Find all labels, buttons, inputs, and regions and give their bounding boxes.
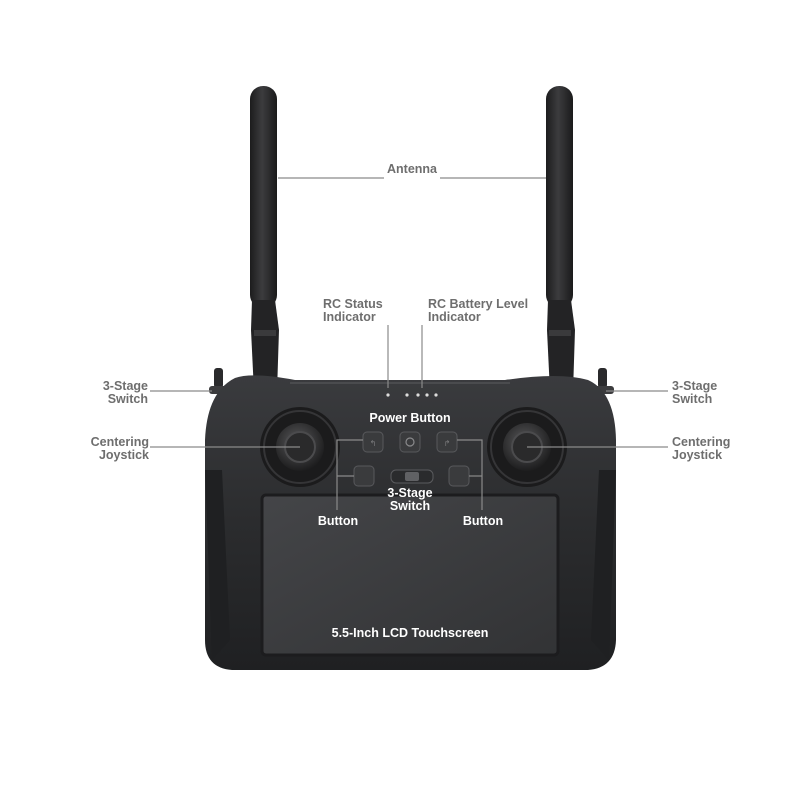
status-indicator-lights	[386, 393, 438, 397]
svg-text:↰: ↰	[370, 439, 377, 448]
right-three-stage-switch-label: 3-Stage Switch	[672, 379, 718, 406]
lcd-touchscreen	[262, 495, 558, 655]
left-button-label: Button	[317, 514, 359, 528]
left-centering-joystick-label: Centering Joystick	[90, 435, 149, 462]
left-antenna	[250, 86, 279, 392]
antenna-label: Antenna	[387, 162, 437, 176]
left-three-stage-switch-label: 3-Stage Switch	[102, 379, 148, 406]
svg-text:↱: ↱	[444, 439, 451, 448]
top-button-row: ↰ ↱	[362, 431, 458, 453]
right-button-label: Button	[462, 514, 504, 528]
rc-status-indicator-label: RC Status Indicator	[323, 297, 383, 324]
bottom-button-row	[353, 465, 470, 487]
right-centering-joystick-label: Centering Joystick	[672, 435, 731, 462]
center-three-stage-switch-label: 3-Stage Switch	[387, 486, 433, 513]
rc-battery-level-indicator-label: RC Battery Level Indicator	[428, 297, 529, 324]
lcd-touchscreen-label: 5.5-Inch LCD Touchscreen	[331, 626, 489, 640]
power-button-label: Power Button	[369, 411, 451, 425]
leader-lines	[150, 177, 668, 510]
right-antenna	[546, 86, 575, 392]
